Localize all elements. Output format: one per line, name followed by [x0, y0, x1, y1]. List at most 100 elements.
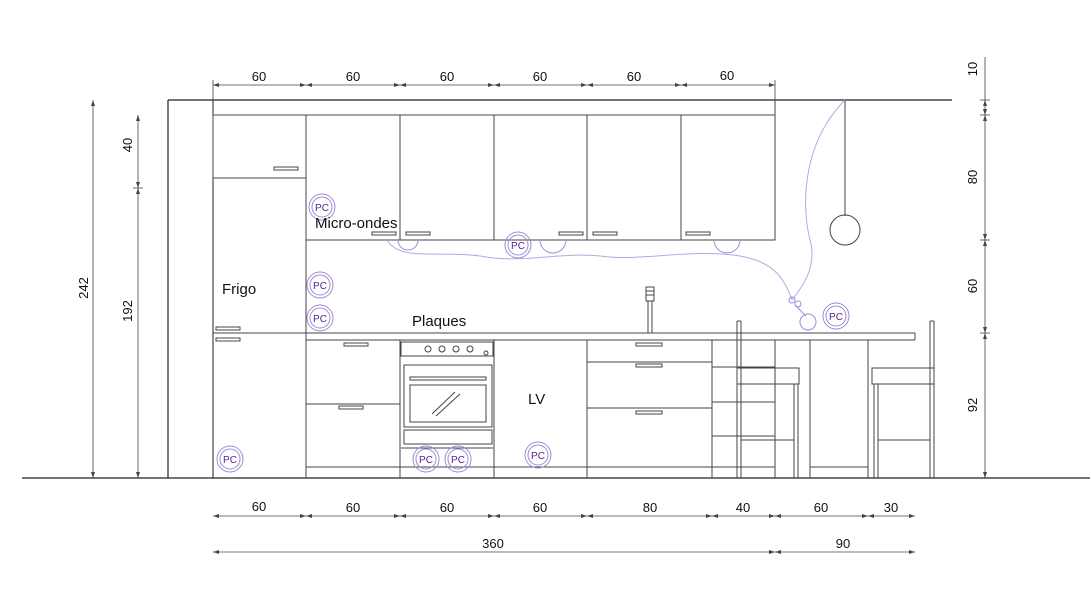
- label-plaques: Plaques: [412, 313, 466, 330]
- dimension-arrow: [769, 550, 775, 554]
- dimension-arrow: [983, 327, 987, 333]
- dimension-arrow: [675, 83, 681, 87]
- handle: [343, 342, 369, 347]
- dimension-arrow: [213, 83, 219, 87]
- dimension-arrow: [983, 240, 987, 246]
- bar-stools: [736, 320, 935, 478]
- dim-top: 60: [533, 69, 547, 84]
- outlet-pc: PC: [308, 193, 336, 221]
- dim-left-outer: 242: [76, 277, 91, 299]
- dimension-arrow: [400, 514, 406, 518]
- handle: [635, 410, 663, 415]
- outlet-pc: PC: [822, 302, 850, 330]
- outlet-pc: PC: [306, 304, 334, 332]
- dimension-arrow: [488, 514, 494, 518]
- dim-left-inner: 40: [120, 138, 135, 152]
- dim-left-inner: 192: [120, 300, 135, 322]
- dimension-ticks: [91, 83, 987, 554]
- dimension-arrow: [868, 514, 874, 518]
- oven-knob: [424, 345, 432, 353]
- dimension-arrow: [213, 514, 219, 518]
- glass-reflection: [431, 391, 456, 415]
- outlet-pc: PC: [412, 445, 440, 473]
- handle: [371, 231, 397, 236]
- outlet-ring: [539, 239, 567, 254]
- dimension-arrow: [581, 83, 587, 87]
- dim-total: 90: [836, 536, 850, 551]
- dimension-arrow: [983, 234, 987, 240]
- dim-bottom: 40: [736, 500, 750, 515]
- cable-junction: [799, 313, 817, 331]
- dimension-arrow: [213, 550, 219, 554]
- dimension-arrow: [136, 182, 140, 188]
- dim-total: 360: [482, 536, 504, 551]
- oven-door: [403, 364, 493, 428]
- dimension-arrow: [136, 115, 140, 121]
- handle: [215, 337, 241, 342]
- wall-cabinets: [212, 100, 776, 241]
- dimension-arrow: [909, 550, 915, 554]
- dimension-left: 242 40 192: [76, 138, 135, 322]
- dimension-arrow: [983, 109, 987, 115]
- dimension-arrow: [581, 514, 587, 518]
- dimension-arrow: [769, 83, 775, 87]
- outlet-ring: [713, 239, 741, 254]
- dimension-arrow: [775, 550, 781, 554]
- dimension-arrow: [306, 83, 312, 87]
- lighting-and-cables: [386, 99, 861, 331]
- dim-bottom: 60: [814, 500, 828, 515]
- label-micro-ondes: Micro-ondes: [315, 215, 398, 232]
- dim-right: 92: [965, 398, 980, 412]
- fridge-top-cabinet: [212, 114, 307, 179]
- outlet-pc: PC: [216, 445, 244, 473]
- bar-stool-right: [871, 320, 935, 478]
- handle: [592, 231, 618, 236]
- dimension-arrow: [300, 83, 306, 87]
- oven-control-panel: [400, 341, 494, 357]
- oven-knob: [483, 350, 489, 356]
- outlet-label: PC: [829, 312, 843, 323]
- handle: [685, 231, 711, 236]
- dimension-arrow: [488, 83, 494, 87]
- outlet-label: PC: [223, 455, 237, 466]
- outlet-label: PC: [313, 314, 327, 325]
- outlet-label: PC: [313, 281, 327, 292]
- outlet-label: PC: [511, 241, 525, 252]
- dimension-arrow: [91, 472, 95, 478]
- handle: [215, 326, 241, 331]
- outlet-label: PC: [315, 203, 329, 214]
- outlet-pc: PC: [524, 441, 552, 469]
- outlet-ring: [397, 239, 419, 251]
- dimension-arrow: [983, 115, 987, 121]
- dimension-bottom-row: 60 60 60 60 80 40 60 30 360 90: [252, 499, 898, 551]
- outlet-pc: PC: [306, 271, 334, 299]
- dim-top: 60: [440, 69, 454, 84]
- dim-bottom: 80: [643, 500, 657, 515]
- dimension-top-row: 60 60 60 60 60 60: [252, 68, 734, 84]
- outlet-label: PC: [419, 455, 433, 466]
- handle: [635, 342, 663, 347]
- label-lv: LV: [528, 391, 545, 408]
- dimension-arrow: [909, 514, 915, 518]
- oven-knob: [452, 345, 460, 353]
- wall-cabinet-4: [586, 114, 682, 241]
- dim-bottom: 60: [252, 499, 266, 514]
- outlet-label: PC: [451, 455, 465, 466]
- oven-drawer: [403, 429, 493, 445]
- dimension-arrow: [769, 514, 775, 518]
- label-frigo: Frigo: [222, 281, 256, 298]
- dimension-arrow: [983, 472, 987, 478]
- dimension-arrow: [587, 514, 593, 518]
- handle: [405, 231, 431, 236]
- dimension-right: 10 80 60 92: [965, 62, 980, 412]
- outlet-pc: PC: [504, 231, 532, 259]
- oven-knob: [438, 345, 446, 353]
- outlet-pc: PC: [444, 445, 472, 473]
- under-cabinet-cable: [386, 239, 793, 301]
- wall-cabinet-3: [493, 114, 588, 241]
- cable-junction: [788, 296, 796, 304]
- dimension-arrow: [91, 100, 95, 106]
- oven-handle: [409, 376, 487, 381]
- dimension-arrow: [136, 188, 140, 194]
